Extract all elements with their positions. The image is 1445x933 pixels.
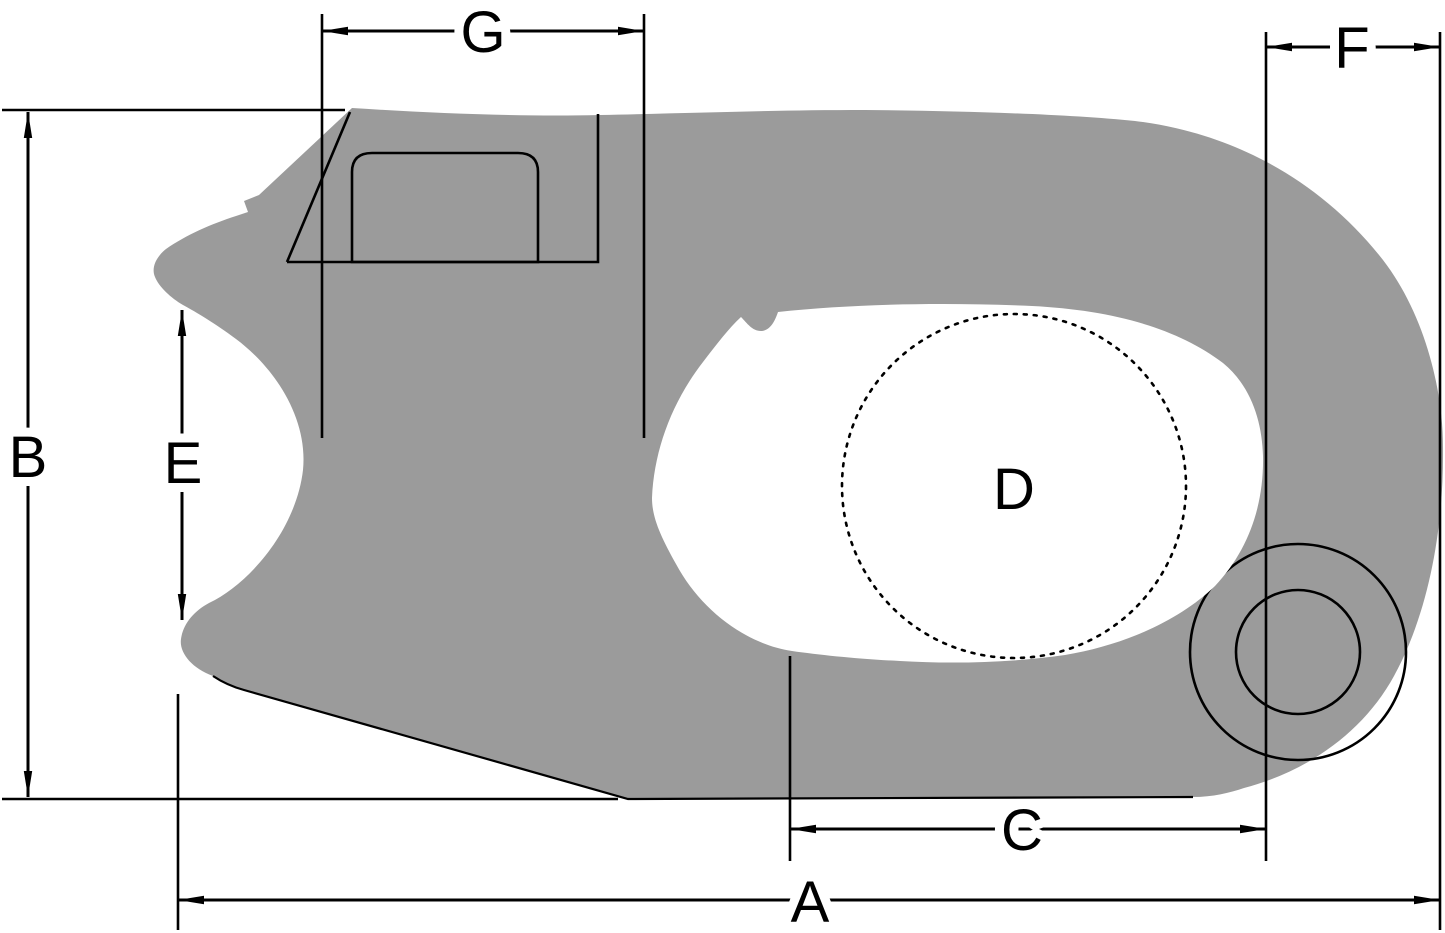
bottom-edge-line <box>212 675 1194 801</box>
dim-label-f: F <box>1334 16 1369 81</box>
dim-label-b: B <box>9 425 48 490</box>
dim-label-e: E <box>164 431 203 496</box>
dimension-lines <box>23 26 1440 905</box>
extension-lines <box>2 14 1442 930</box>
dim-label-a: A <box>791 870 830 933</box>
pocket-left-slant-line <box>285 111 352 263</box>
pocket-recess-outline <box>350 151 540 264</box>
dim-label-g: G <box>460 0 505 65</box>
dimension-labels: G F B E D C A <box>0 0 1379 933</box>
pin-boss-outer-circle <box>1188 542 1408 762</box>
part-geometry <box>153 108 1444 801</box>
bore-dashed-circle <box>840 312 1188 660</box>
dim-label-d: D <box>993 457 1035 522</box>
pin-boss-inner-circle <box>1234 588 1362 716</box>
throat-cutout <box>652 304 1264 663</box>
dim-label-c: C <box>1001 798 1043 863</box>
